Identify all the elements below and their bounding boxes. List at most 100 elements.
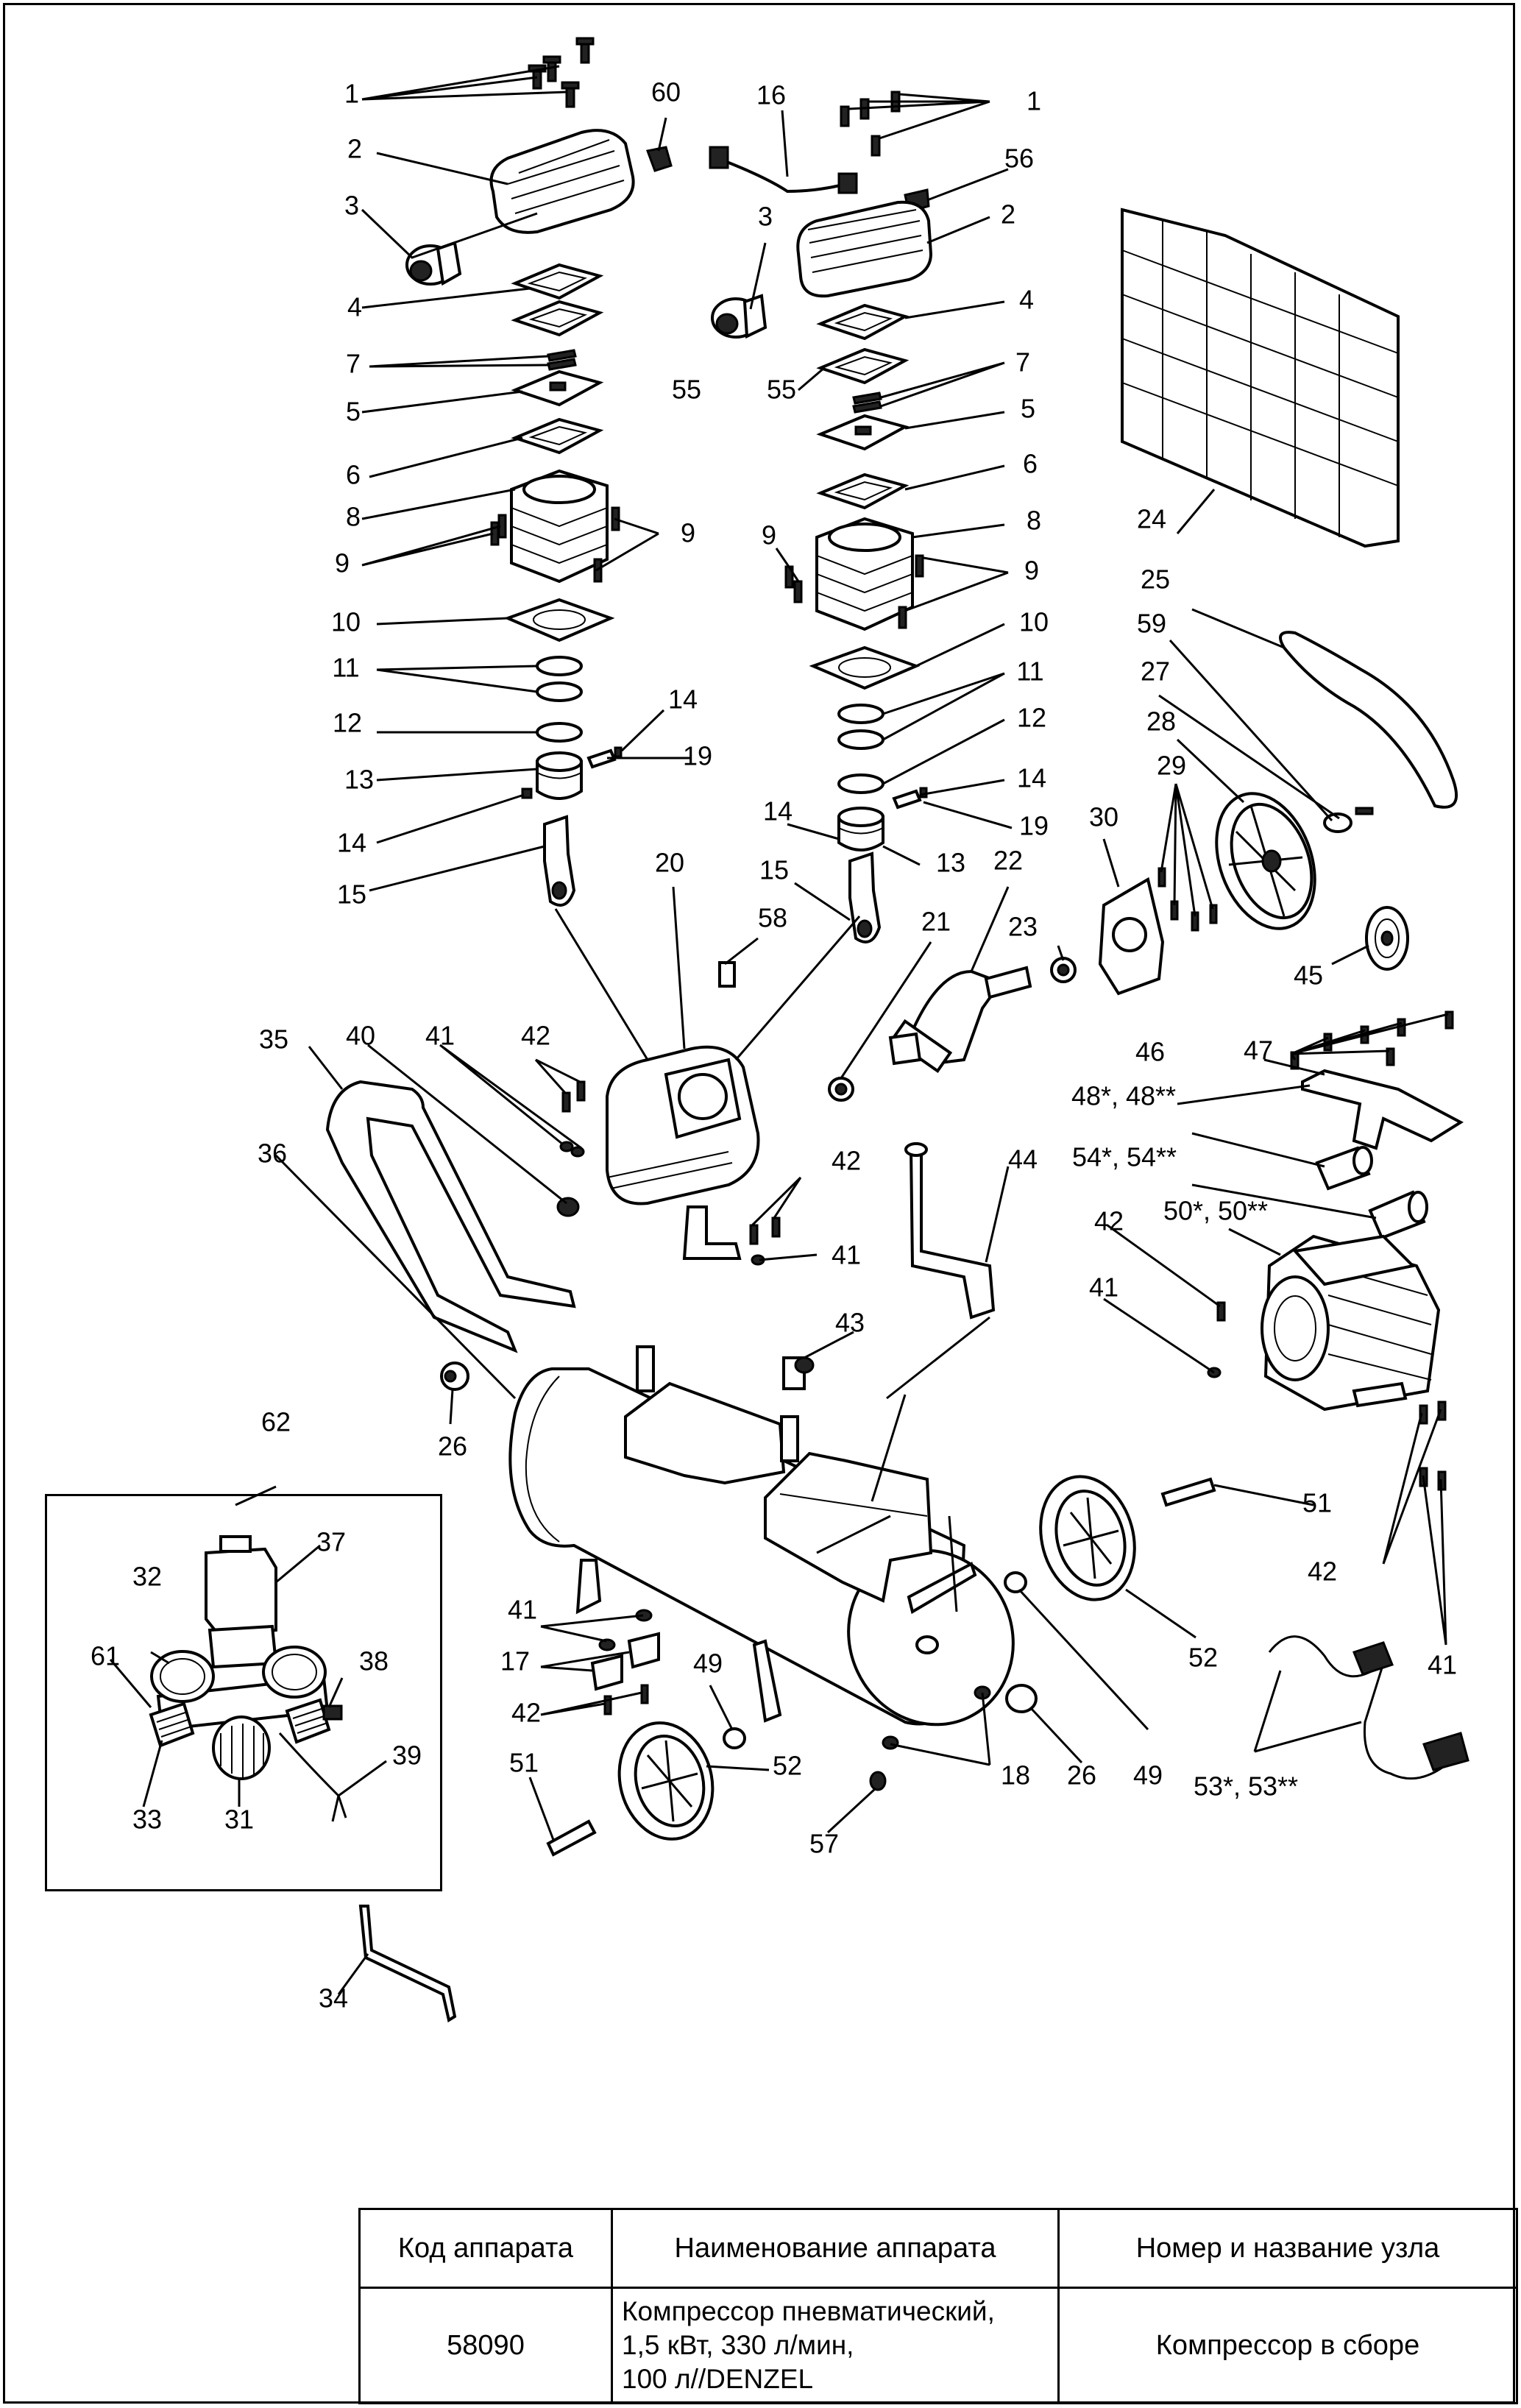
label-33: 33 xyxy=(132,1805,162,1835)
gasket-55-right xyxy=(816,347,910,385)
gauge-38 xyxy=(262,1646,327,1699)
screws-29 xyxy=(1157,867,1218,932)
valve-7-right xyxy=(852,392,882,414)
air-filter-3-right xyxy=(711,294,767,339)
valve-plate-5-right xyxy=(816,414,910,451)
piston-ring-12-left xyxy=(536,722,583,743)
label-25: 25 xyxy=(1141,564,1170,595)
bearing-23 xyxy=(1050,957,1077,983)
gasket-6-right xyxy=(816,472,910,510)
assembly-name: Компрессор в сборе xyxy=(1057,2287,1518,2404)
pin-19-left xyxy=(586,746,623,769)
label-13-left: 13 xyxy=(344,765,374,795)
label-1-right: 1 xyxy=(1027,86,1041,116)
label-16: 16 xyxy=(756,80,786,110)
piston-rings-11-left xyxy=(536,656,583,702)
label-44: 44 xyxy=(1008,1144,1038,1175)
label-31: 31 xyxy=(224,1805,254,1835)
gasket-55-left xyxy=(511,300,604,337)
device-name-line-2: 1,5 кВт, 330 л/мин, xyxy=(622,2330,854,2360)
label-58: 58 xyxy=(758,903,787,933)
label-35: 35 xyxy=(259,1024,288,1055)
axle-51-rear xyxy=(1160,1477,1216,1507)
label-49-right: 49 xyxy=(1133,1760,1163,1791)
label-5-left: 5 xyxy=(346,397,361,427)
label-26-left: 26 xyxy=(438,1431,467,1462)
label-9-right: 9 xyxy=(762,520,776,550)
crankcase-20 xyxy=(606,1045,760,1260)
label-1-left: 1 xyxy=(344,79,359,109)
label-51-rear: 51 xyxy=(1302,1488,1332,1518)
label-20: 20 xyxy=(655,848,684,878)
label-51-front: 51 xyxy=(509,1748,539,1778)
belt-guard-30 xyxy=(1098,877,1165,996)
label-10-left: 10 xyxy=(331,607,361,637)
wheel-52-front xyxy=(617,1721,715,1841)
label-15-right: 15 xyxy=(759,855,789,885)
pin-19-right xyxy=(892,787,928,810)
device-name: Компрессор пневматический, 1,5 кВт, 330 … xyxy=(611,2287,1060,2404)
label-8-right: 8 xyxy=(1027,506,1041,536)
label-60: 60 xyxy=(651,77,681,107)
label-41-crankcase: 41 xyxy=(425,1021,455,1051)
piston-13-right xyxy=(837,807,884,851)
label-14-upper: 14 xyxy=(668,684,698,715)
label-18: 18 xyxy=(1001,1760,1030,1791)
valve-plate-5-left xyxy=(511,369,604,407)
motor-platform xyxy=(764,1451,933,1603)
piston-rings-11-right xyxy=(837,704,884,750)
fan-cover-24 xyxy=(1121,208,1400,548)
label-15-left: 15 xyxy=(337,879,366,910)
label-9-left: 9 xyxy=(335,548,350,578)
label-14-left: 14 xyxy=(337,828,366,858)
cylinder-8-right xyxy=(815,517,914,631)
pipe-16 xyxy=(709,146,858,194)
part-labels: 1 60 16 1 2 56 3 3 2 4 4 7 7 55 55 5 5 6… xyxy=(91,77,1457,2014)
gasket-6-left xyxy=(511,417,604,455)
drain-plug-26-left xyxy=(440,1361,469,1391)
gasket-4-left xyxy=(511,263,604,300)
motor-50 xyxy=(1261,1234,1441,1412)
label-17: 17 xyxy=(500,1646,530,1676)
label-26-right: 26 xyxy=(1067,1760,1096,1791)
label-8-left: 8 xyxy=(346,502,361,532)
label-19-right: 19 xyxy=(1019,811,1049,841)
regulator-knob-31 xyxy=(212,1715,271,1780)
bearing-21 xyxy=(828,1077,854,1102)
label-9-left-b: 9 xyxy=(681,518,695,548)
axle-51-front xyxy=(546,1819,597,1857)
device-name-line-1: Компрессор пневматический, xyxy=(622,2296,995,2326)
label-21: 21 xyxy=(921,907,951,937)
wheel-52-rear xyxy=(1039,1475,1136,1601)
col-header-assembly: Номер и название узла xyxy=(1057,2208,1518,2289)
label-42-motor: 42 xyxy=(1094,1206,1124,1236)
crankshaft-22 xyxy=(888,966,1032,1074)
tubes-on-tank xyxy=(636,1345,799,1462)
cylinder-head-2-right xyxy=(796,200,933,298)
cylinder-head-2-left xyxy=(489,129,635,234)
label-61: 61 xyxy=(91,1641,120,1671)
rod-34 xyxy=(358,1905,457,2023)
drain-plug-26-right xyxy=(1005,1684,1038,1713)
label-2-right: 2 xyxy=(1001,199,1015,230)
label-52-front: 52 xyxy=(773,1751,802,1781)
inset-pressure-switch-box xyxy=(45,1494,442,1891)
power-cord-53 xyxy=(1268,1635,1469,1780)
label-19-left: 19 xyxy=(683,741,712,771)
label-30: 30 xyxy=(1089,802,1118,832)
label-6-right: 6 xyxy=(1023,449,1038,479)
label-45: 45 xyxy=(1294,960,1323,991)
label-42-base: 42 xyxy=(832,1146,861,1176)
label-41-motor: 41 xyxy=(1089,1272,1118,1303)
bolts-47 xyxy=(1290,1010,1454,1070)
label-38: 38 xyxy=(359,1646,389,1676)
terminal-cover-46 xyxy=(1301,1069,1464,1150)
label-46: 46 xyxy=(1135,1037,1165,1067)
clip-14-left xyxy=(521,787,533,799)
label-6-left: 6 xyxy=(346,460,361,490)
label-3-right: 3 xyxy=(758,202,773,232)
wheel-bracket xyxy=(752,1639,782,1723)
coupling-33 xyxy=(149,1701,195,1748)
label-57: 57 xyxy=(809,1829,839,1859)
col-header-name: Наименование аппарата xyxy=(611,2208,1060,2289)
